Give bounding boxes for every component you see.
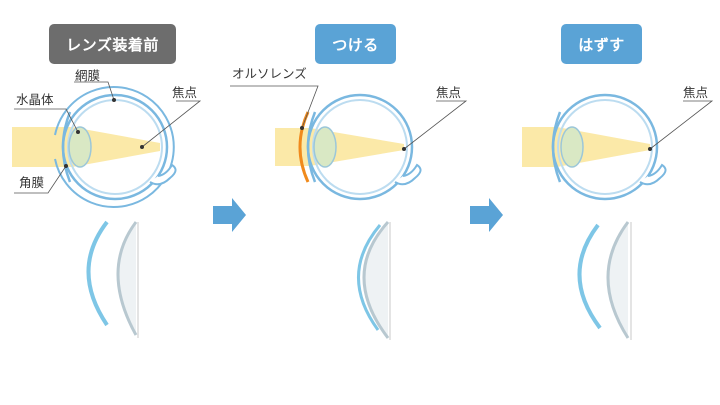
cornea [551,111,562,183]
header-wear: つける [315,24,396,64]
cornea-profile [606,221,630,339]
cornea [306,111,317,183]
arrow-right-icon [213,198,246,232]
label-crystalline-lens: 水晶体 [16,92,54,107]
label-focus: 焦点 [172,85,198,100]
cornea-profile [116,221,138,336]
label-focus: 焦点 [683,85,709,100]
panel-wear [230,85,468,340]
crystalline-lens [68,126,92,168]
cornea-profile [362,220,390,339]
label-cornea: 角膜 [19,175,45,190]
panel-remove [522,93,714,340]
light-beam [522,127,557,167]
label-ortho-lens: オルソレンズ [232,66,307,81]
crystalline-lens [560,126,584,168]
header-before-lens: レンズ装着前 [49,24,176,64]
optic-nerve [149,163,177,186]
arrow-right-icon [470,198,503,232]
optic-nerve [394,163,422,186]
cornea [61,111,72,183]
light-cone [72,127,160,167]
light-beam [275,128,310,166]
header-remove: はずす [561,24,642,64]
crystalline-lens [313,126,337,168]
label-retina: 網膜 [75,68,101,83]
removed-lens-section [577,223,602,330]
optic-nerve [639,163,667,186]
panel-before [12,81,202,338]
ortho-lens-section [357,224,382,331]
cornea-section [86,220,109,327]
label-focus: 焦点 [436,85,462,100]
